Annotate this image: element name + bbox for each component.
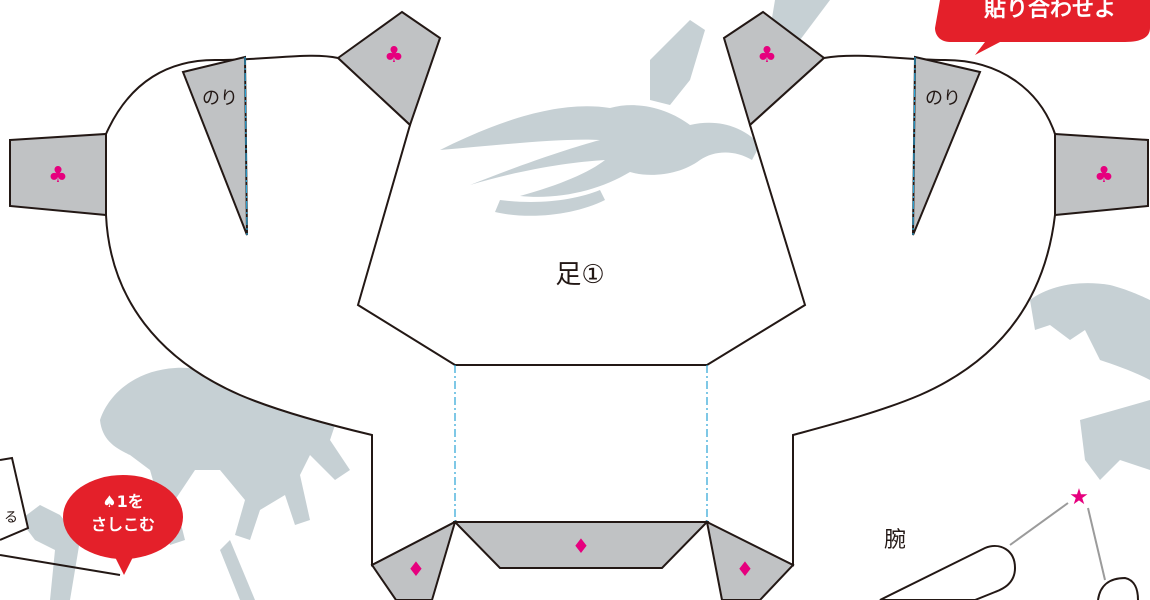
right-glue-flap[interactable] bbox=[912, 55, 982, 236]
callout-top-right-text: 貼り合わせよ bbox=[984, 0, 1116, 22]
diamond-mark-icon: ♦ bbox=[572, 534, 590, 558]
bottom-center-diamond-tab[interactable] bbox=[452, 521, 710, 569]
bottom-left-diamond-tab[interactable] bbox=[370, 520, 457, 600]
glue-label-right: のり bbox=[925, 88, 961, 109]
glue-label-left: のり bbox=[202, 88, 238, 109]
club-marks: ♣ ♣ ♣ ♣ bbox=[48, 43, 1114, 188]
left-glue-flap[interactable] bbox=[181, 55, 248, 236]
diamond-mark-icon: ♦ bbox=[407, 557, 425, 581]
diamond-mark-icon: ♦ bbox=[736, 557, 754, 581]
callout-insert-line1: ♠1を bbox=[102, 492, 143, 511]
arm-part bbox=[879, 502, 1139, 600]
arm-label: 腕 bbox=[884, 528, 906, 553]
part-label: 足① bbox=[555, 260, 604, 290]
club-mark-icon: ♣ bbox=[757, 43, 777, 68]
leg-part-outline bbox=[105, 54, 1056, 567]
club-mark-icon: ♣ bbox=[384, 43, 404, 68]
callout-insert: ♠1を さしこむ bbox=[63, 475, 183, 575]
arm-connector-line bbox=[1009, 502, 1069, 546]
arm-connector-line bbox=[1087, 507, 1106, 581]
club-mark-icon: ♣ bbox=[1094, 163, 1114, 188]
edge-fragment-text: る bbox=[4, 510, 18, 526]
bottom-right-diamond-tab[interactable] bbox=[705, 520, 795, 600]
callout-top-right: 貼り合わせよ bbox=[935, 0, 1150, 55]
trex-skull-skeleton-icon bbox=[1030, 283, 1150, 480]
left-lobe bbox=[9, 10, 442, 217]
star-mark-icon: ★ bbox=[1069, 485, 1089, 510]
left-edge-fragment bbox=[0, 456, 121, 576]
callout-insert-line2: さしこむ bbox=[91, 515, 155, 534]
diamond-marks: ♦ ♦ ♦ bbox=[407, 534, 754, 581]
arm-tube-outline[interactable] bbox=[879, 545, 1017, 600]
club-mark-icon: ♣ bbox=[48, 163, 68, 188]
